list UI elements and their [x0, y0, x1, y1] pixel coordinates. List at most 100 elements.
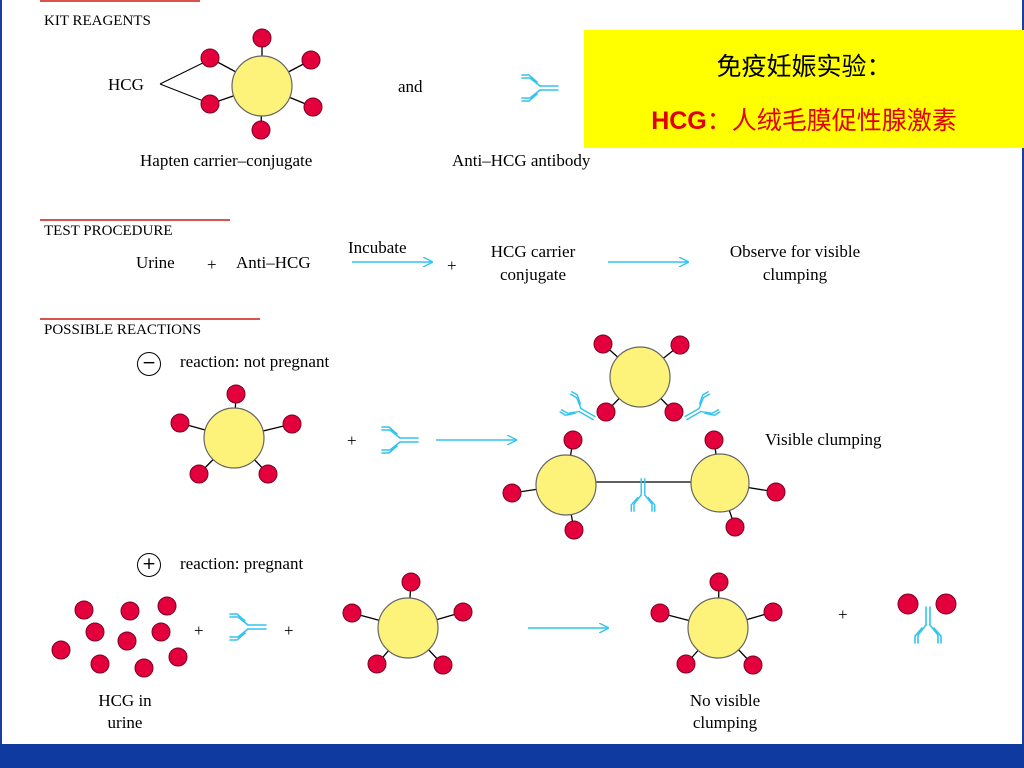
highlight-subtitle-hcg: HCG: [651, 107, 707, 135]
positive-reaction-label: reaction: pregnant: [180, 554, 304, 573]
positive-plus-3: +: [838, 605, 848, 624]
test-procedure-heading: TEST PROCEDURE: [44, 223, 173, 239]
clump-antibody-right-arms: [698, 393, 720, 415]
hcg-in-urine-line1: HCG in: [98, 691, 152, 710]
result-conjugate-bead: [676, 654, 696, 674]
bound-antibody-arms-outer: [914, 627, 942, 644]
highlight-subtitle-text: ：人绒毛膜促性腺激素: [706, 106, 957, 135]
negative-conjugate-bead: [282, 414, 302, 434]
clump-antibody-right: [684, 391, 721, 421]
test-procedure-underline: [40, 318, 260, 320]
procedure-incubate: Incubate: [348, 238, 407, 257]
positive-conjugate-bead: [401, 572, 421, 592]
kit-antibody-arms: [521, 77, 541, 99]
result-conjugate-bead: [650, 603, 670, 623]
clump-top-conjugate-bead: [593, 334, 613, 354]
negative-conjugate-bead: [170, 413, 190, 433]
kit-reagents-heading: KIT REAGENTS: [44, 13, 151, 29]
free-hcg-bead: [74, 600, 94, 620]
top-underline: [40, 0, 200, 2]
procedure-observe-line2: clumping: [762, 265, 828, 284]
procedure-conjugate-line2: conjugate: [499, 265, 567, 284]
negative-conjugate-bead: [189, 464, 209, 484]
bound-hcg-bead-right: [935, 593, 957, 615]
result-conjugate-bead: [709, 572, 729, 592]
negative-antibody: [381, 426, 419, 454]
negative-reaction-label: reaction: not pregnant: [180, 352, 330, 371]
procedure-plus-1: +: [207, 255, 217, 274]
positive-antibody-stem: [247, 624, 267, 630]
kit-antibody: [521, 74, 559, 102]
positive-antibody-arms-outer: [229, 613, 246, 641]
bound-hcg-bead-left: [897, 593, 919, 615]
negative-conjugate-bead: [258, 464, 278, 484]
clump-antibody-left-arms-outer: [559, 391, 582, 416]
no-visible-clumping-line2: clumping: [692, 713, 758, 732]
kit-conjugate-bead: [200, 94, 220, 114]
clump-antibody-left-stem: [578, 407, 596, 421]
positive-conjugate-bead: [433, 655, 453, 675]
conjugate-caption: Hapten carrier–conjugate: [140, 151, 313, 170]
free-hcg-bead: [90, 654, 110, 674]
clump-right-conjugate-bead: [725, 517, 745, 537]
clump-left-conjugate-bead: [564, 520, 584, 540]
hcg-in-urine-line2: urine: [107, 713, 143, 732]
free-hcg-bead: [85, 622, 105, 642]
clump-right-conjugate-bead: [766, 482, 786, 502]
clump-top-conjugate-core: [609, 346, 671, 408]
kit-conjugate-bead: [303, 97, 323, 117]
negative-antibody-arms: [381, 429, 401, 451]
clump-antibody-bottom-stem: [640, 478, 646, 496]
negative-sign: −: [137, 352, 161, 376]
clump-antibody-bottom: [630, 478, 656, 512]
procedure-conjugate-line1: HCG carrier: [490, 242, 576, 261]
clump-antibody-right-arms-outer: [698, 391, 721, 416]
clump-right-conjugate-core: [690, 453, 750, 513]
free-hcg-bead: [151, 622, 171, 642]
clump-antibody-bottom-arms-outer: [630, 496, 656, 512]
free-hcg-bead: [168, 647, 188, 667]
highlight-box: [584, 30, 1024, 148]
kit-conjugate-core: [231, 55, 293, 117]
clump-top-conjugate-bead: [596, 402, 616, 422]
negative-conjugate-core: [203, 407, 265, 469]
kit-conjugate-bead: [200, 48, 220, 68]
possible-reactions-heading: POSSIBLE REACTIONS: [44, 322, 202, 338]
highlight-title: 免疫妊娠实验：: [716, 52, 892, 81]
clump-left-conjugate-bead: [563, 430, 583, 450]
antibody-caption: Anti–HCG antibody: [452, 151, 591, 170]
positive-antibody: [229, 613, 267, 641]
footer-bar: [0, 744, 1024, 768]
kit-conjugate-bead: [301, 50, 321, 70]
kit-antibody-stem: [539, 85, 559, 91]
positive-sign: +: [137, 553, 161, 577]
negative-conjugate-bead: [226, 384, 246, 404]
no-visible-clumping-line1: No visible: [689, 691, 761, 710]
kit-conjugate-bead: [251, 120, 271, 140]
highlight-subtitle: HCG：人绒毛膜促性腺激素: [584, 101, 1024, 137]
kit-conjugate-bead: [252, 28, 272, 48]
clump-left-conjugate-bead: [502, 483, 522, 503]
clump-antibody-bottom-arms: [633, 494, 653, 512]
procedure-urine: Urine: [136, 253, 175, 272]
positive-plus-1: +: [194, 621, 204, 640]
bound-antibody-stem: [925, 606, 931, 626]
positive-conjugate-bead: [342, 603, 362, 623]
clump-top-conjugate-bead: [664, 402, 684, 422]
free-hcg-bead: [51, 640, 71, 660]
clump-top-conjugate-bead: [670, 335, 690, 355]
clump-left-conjugate-core: [535, 454, 597, 516]
kit-reagents-underline: [40, 219, 230, 221]
procedure-plus-2: +: [447, 256, 457, 275]
clump-antibody-left: [559, 391, 596, 421]
result-conjugate-core: [687, 597, 749, 659]
result-conjugate-bead: [763, 602, 783, 622]
clump-antibody-right-stem: [684, 407, 702, 421]
positive-plus-2: +: [284, 621, 294, 640]
visible-clumping-label: Visible clumping: [765, 430, 882, 449]
hcg-label: HCG: [108, 75, 144, 94]
and-label: and: [398, 77, 423, 96]
clump-antibody-left-arms: [560, 393, 582, 415]
